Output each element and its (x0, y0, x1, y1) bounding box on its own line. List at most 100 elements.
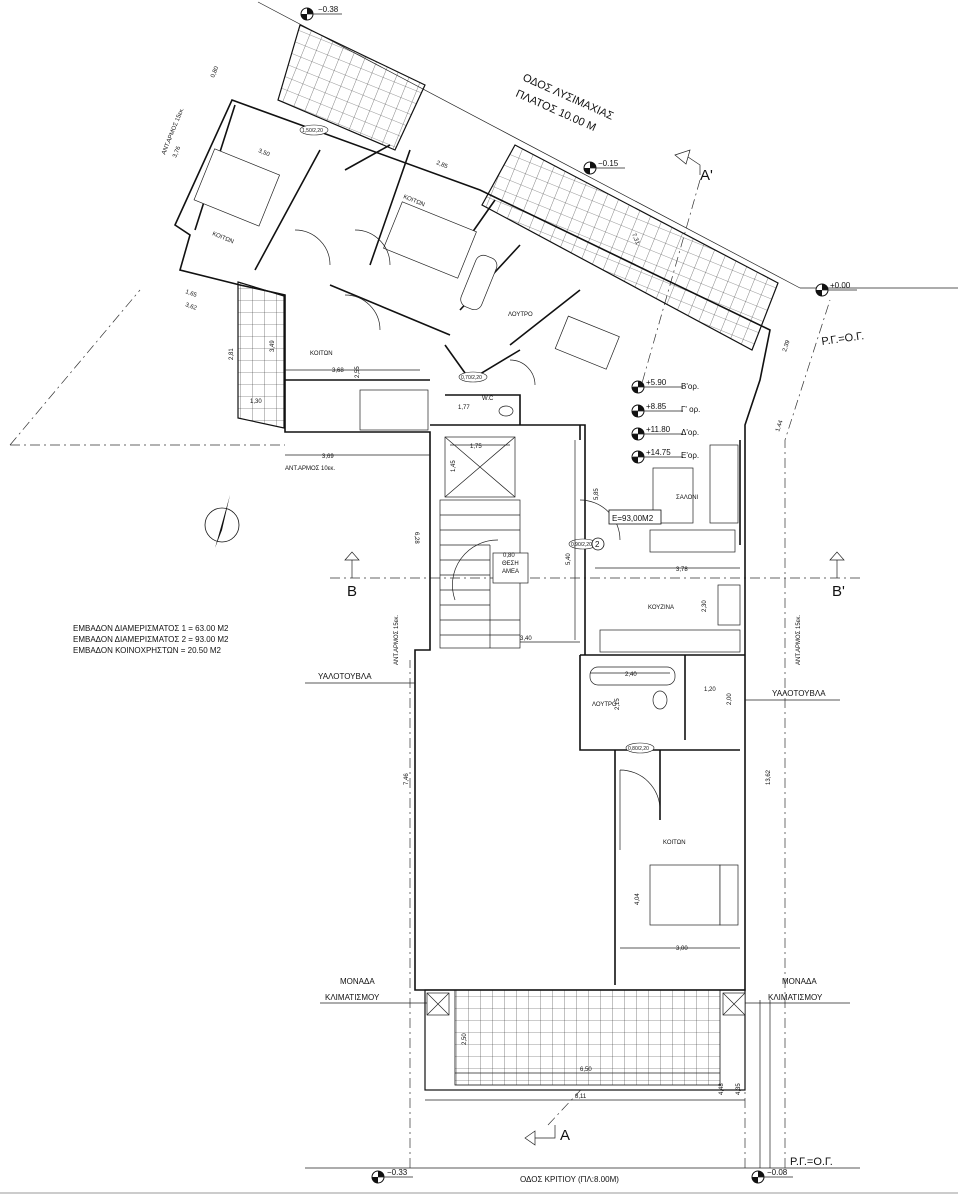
dimension-label: 4,35 (736, 1083, 742, 1095)
apartment-number: 2 (595, 540, 600, 549)
bed-3 (649, 864, 721, 926)
bathtub-2 (460, 254, 498, 311)
room-label-bathroom: ΛΟΥΤΡΟ (592, 702, 617, 708)
building-outline (173, 98, 771, 991)
level-label: −0.15 (598, 159, 619, 168)
dimension-label: 3,68 (332, 368, 344, 374)
dimension-label: 2,30 (702, 600, 708, 612)
section-label: B (347, 583, 357, 600)
dimension-label: 5,85 (594, 488, 600, 500)
room-label-bathroom: ΛΟΥΤΡΟ (508, 312, 533, 318)
dimension-label: 4,48 (719, 1083, 725, 1095)
section-label: A (560, 1127, 570, 1144)
stove (717, 584, 741, 626)
room-label-living: ΣΑΛΟΝΙ (676, 495, 699, 501)
dimension-label: 6,50 (580, 1067, 592, 1073)
sofa-2 (649, 529, 736, 553)
section-label: B' (832, 583, 845, 600)
glass-block-note: ΥΑΛΟΤΟΥΒΛΑ (772, 689, 826, 698)
dimension-label: 5,40 (566, 553, 572, 565)
dimension-label: 2,15 (615, 698, 621, 710)
dimension-label: 3,50 (257, 148, 271, 158)
floor-level-name: Γ' ορ. (681, 405, 700, 414)
dimension-label: 2,50 (462, 1033, 468, 1045)
kitchen-counter (599, 629, 741, 653)
balcony-west (237, 281, 285, 429)
dimension-label: 3,76 (172, 145, 182, 159)
ac-unit-note: ΚΛΙΜΑΤΙΣΜΟΥ (325, 993, 380, 1002)
room-label-bedroom: ΚΟΙΤΩΝ (310, 351, 333, 357)
dimension-label: 0,80 (210, 65, 220, 79)
balcony-north-east (481, 144, 779, 351)
dimension-label: 2,39 (782, 339, 792, 353)
dimension-label: 0,80 (503, 553, 515, 559)
furniture (193, 148, 741, 926)
dimension-label: 2,40 (625, 672, 637, 678)
accessible-label: ΘΕΣΗ (502, 561, 519, 567)
dimension-label: 2,85 (435, 160, 449, 170)
dimension-label: 2,81 (229, 348, 235, 360)
dimension-label: 1,45 (451, 460, 457, 472)
floor-level-value: +5.90 (646, 378, 667, 387)
door-tags: 0,90/2,20 0,80/2,20 0,70/2,20 1,50/2,20 (299, 124, 655, 754)
glass-block-note: ΥΑΛΟΤΟΥΒΛΑ (318, 672, 372, 681)
dimension-label: 7,46 (404, 773, 410, 785)
ac-unit-note: ΜΟΝΑΔΑ (782, 977, 817, 986)
dimension-label: 2,00 (727, 693, 733, 705)
floor-level-name: Ε'ορ. (681, 451, 699, 460)
floor-level-name: Δ'ορ. (681, 428, 699, 437)
door-tag: 0,80/2,20 (628, 746, 649, 752)
dimension-label: 1,20 (704, 687, 716, 693)
dimension-label: 1,65 (184, 289, 198, 299)
area-summary-line: ΕΜΒΑΔΟΝ ΔΙΑΜΕΡΙΣΜΑΤΟΣ 1 = 63.00 Μ2 (73, 624, 229, 633)
wc-toilet (498, 405, 514, 417)
room-label-bedroom: ΚΟΙΤΩΝ (211, 231, 234, 245)
building-line-label: Ρ.Γ.=Ο.Γ. (790, 1156, 833, 1168)
joint-note: ΑΝΤ.ΑΡΜΟΣ 15εκ. (394, 615, 400, 665)
section-markers (344, 149, 845, 1146)
dimension-label: 3,62 (184, 302, 198, 312)
dimension-label: 7,31 (630, 233, 640, 247)
apartment-area-badge: Ε=93,00Μ2 (612, 514, 654, 523)
floor-level-value: +8.85 (646, 402, 667, 411)
bed-1 (193, 148, 281, 227)
door-tag: 0,90/2,20 (571, 542, 592, 548)
door-tag: 1,50/2,20 (302, 128, 323, 134)
dimension-label: 13,62 (766, 769, 772, 785)
room-label-kitchen: ΚΟΥΖΙΝΑ (648, 605, 674, 611)
joint-note: ΑΝΤ.ΑΡΜΟΣ 10εκ. (285, 466, 335, 472)
toilet (652, 690, 668, 710)
area-summary-line: ΕΜΒΑΔΟΝ ΔΙΑΜΕΡΙΣΜΑΤΟΣ 2 = 93.00 Μ2 (73, 635, 229, 644)
stair-core (439, 436, 529, 649)
sofa (709, 444, 739, 524)
joint-note: ΑΝΤ.ΑΡΜΟΣ 15εκ. (796, 615, 802, 665)
doors[interactable] (294, 229, 661, 850)
level-label: −0.08 (767, 1168, 788, 1177)
dimension-label: 3,40 (520, 636, 532, 642)
room-label-wc: W.C (482, 396, 494, 402)
ac-unit-note: ΜΟΝΑΔΑ (340, 977, 375, 986)
dimension-label: 6,28 (413, 532, 419, 544)
joint-note: ΑΝΤ.ΑΡΜΟΣ 15εκ. (161, 107, 185, 156)
level-label: +0.00 (830, 281, 851, 290)
bed-2 (383, 201, 477, 279)
dimension-label: 1,44 (775, 419, 785, 433)
door-tag: 0,70/2,20 (461, 375, 482, 381)
dining-table (554, 315, 620, 370)
dimension-label: 4,04 (635, 893, 641, 905)
dimension-label: 3,78 (676, 567, 688, 573)
north-arrow-icon (204, 495, 240, 548)
level-markers (300, 7, 857, 1184)
dimension-label: 2,55 (355, 366, 361, 378)
building-line-label: Ρ.Γ.=Ο.Γ. (821, 330, 865, 348)
stairs-bed-3 (359, 389, 429, 431)
area-summary-line: ΕΜΒΑΔΟΝ ΚΟΙΝΟΧΡΗΣΤΩΝ = 20.50 Μ2 (73, 646, 222, 655)
dimension-label: 1,77 (458, 405, 470, 411)
dimension-label: 3,49 (270, 340, 276, 352)
dimension-label: 1,75 (470, 444, 482, 450)
dimension-label: 1,30 (250, 399, 262, 405)
level-label: −0.38 (318, 5, 339, 14)
room-label-bedroom: ΚΟΙΤΩΝ (663, 840, 686, 846)
